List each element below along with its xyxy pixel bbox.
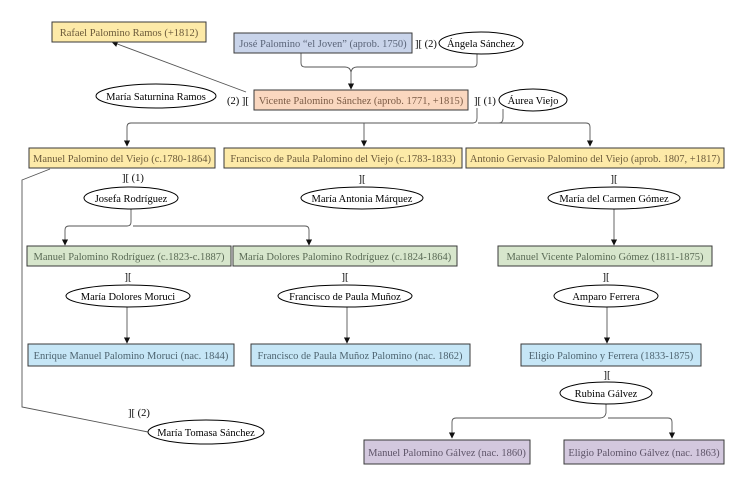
person-antonio[interactable]: Antonio Gervasio Palomino del Viejo (apr… [465,147,725,169]
person-box [27,343,235,367]
person-vicente[interactable]: Vicente Palomino Sánchez (aprob. 1771, +… [253,89,469,111]
person-manuel-rodriguez[interactable]: Manuel Palomino Rodríguez (c.1823-c.1887… [26,245,232,267]
person-label: Francisco de Paula Muñoz Palomino (nac. … [258,351,463,362]
spouse-label: María Dolores Moruci [81,292,176,303]
person-label: Enrique Manuel Palomino Moruci (nac. 184… [34,351,229,362]
person-rafael[interactable]: Rafael Palomino Ramos (+1812) [51,21,207,43]
person-label: Antonio Gervasio Palomino del Viejo (apr… [470,154,721,165]
edge-manuel-tomasa [21,168,149,433]
spouse-maria-tomasa[interactable]: María Tomasa Sánchez [147,419,265,445]
spouse-ellipse [83,186,179,210]
edge-josefa-union [61,208,132,246]
person-label: José Palomino “el Joven” (aprob. 1750) [239,39,407,50]
edge-vicente-to-rafael [111,41,247,93]
marriage-marker-vicente-amparo: ][ [603,272,610,283]
person-label: Rafael Palomino Ramos (+1812) [60,28,199,39]
person-enrique[interactable]: Enrique Manuel Palomino Moruci (nac. 184… [27,343,235,367]
spouse-label: María Saturnina Ramos [106,92,206,103]
person-box [253,89,469,111]
spouse-maria-saturnina[interactable]: María Saturnina Ramos [95,83,217,109]
spouse-amparo[interactable]: Amparo Ferrera [553,284,659,308]
person-label: Eligio Palomino y Ferrera (1833-1875) [529,351,694,362]
person-box [26,245,232,267]
spouse-label: María Tomasa Sánchez [157,428,255,439]
spouse-aurea[interactable]: Áurea Viejo [498,88,568,112]
marriage-marker-manuel-josefa: ][ (1) [122,173,144,184]
edge-to-maria-dolores [133,225,313,246]
person-label: Manuel Palomino Gálvez (nac. 1860) [368,448,526,459]
person-box [233,32,413,54]
spouse-ellipse [95,83,217,109]
marriage-marker-francisco-antonia: ][ [359,174,366,185]
edge-to-antonio [480,122,594,147]
spouse-angela[interactable]: Ángela Sánchez [438,31,524,55]
person-jose[interactable]: José Palomino “el Joven” (aprob. 1750) [233,32,413,54]
spouse-ellipse [438,31,524,55]
person-box [28,147,216,169]
marriage-marker-vicente-aurea: ][ (1) [474,96,496,107]
person-manuel-vicente[interactable]: Manuel Vicente Palomino Gómez (1811-1875… [497,245,713,267]
person-label: Vicente Palomino Sánchez (aprob. 1771, +… [259,96,464,107]
person-box [520,343,702,367]
person-manuel-viejo[interactable]: Manuel Palomino del Viejo (c.1780-1864) [28,147,216,169]
spouse-maria-carmen[interactable]: María del Carmen Gómez [547,186,681,210]
person-manuel-galvez[interactable]: Manuel Palomino Gálvez (nac. 1860) [363,439,531,465]
marriage-marker-manuel-tomasa: ][ (2) [128,408,150,419]
spouse-maria-dolores-moruci[interactable]: María Dolores Moruci [65,284,191,308]
edge-rubina-union [448,403,607,439]
person-label: María Dolores Palomino Rodríguez (c.1824… [239,252,452,263]
person-label: Manuel Vicente Palomino Gómez (1811-1875… [506,252,704,263]
person-francisco-viejo[interactable]: Francisco de Paula Palomino del Viejo (c… [223,147,463,169]
edge-to-eligio-galvez [608,417,676,439]
spouse-ellipse [147,419,265,445]
marriage-marker-dolores-munoz: ][ [342,272,349,283]
marriage-marker-eligio-rubina: ][ [604,370,611,381]
person-label: Eligio Palomino Gálvez (nac. 1863) [568,448,720,459]
person-box [223,147,463,169]
spouse-ellipse [547,186,681,210]
person-box [563,439,725,465]
person-box [250,343,471,367]
person-box [51,21,207,43]
spouse-label: Francisco de Paula Muñoz [289,292,401,303]
marriage-marker-jose-angela: ][ (2) [415,39,437,50]
edge-jose-angela-union [300,52,478,73]
spouse-ellipse [498,88,568,112]
person-label: Francisco de Paula Palomino del Viejo (c… [230,154,456,165]
person-eligio-ferrera[interactable]: Eligio Palomino y Ferrera (1833-1875) [520,343,702,367]
spouse-ellipse [277,284,413,308]
spouse-label: Áurea Viejo [508,95,559,107]
person-francisco-munoz[interactable]: Francisco de Paula Muñoz Palomino (nac. … [250,343,471,367]
person-label: Manuel Palomino del Viejo (c.1780-1864) [33,154,211,165]
spouse-ellipse [559,381,653,405]
spouse-maria-antonia[interactable]: María Antonia Márquez [300,186,424,210]
person-box [363,439,531,465]
person-box [497,245,713,267]
spouse-francisco-munoz[interactable]: Francisco de Paula Muñoz [277,284,413,308]
person-box [465,147,725,169]
spouse-label: Ángela Sánchez [447,38,515,50]
person-box [232,245,458,267]
person-label: Manuel Palomino Rodríguez (c.1823-c.1887… [34,252,226,263]
spouse-rubina[interactable]: Rubina Gálvez [559,381,653,405]
marriage-marker-manuel-moruci: ][ [125,272,132,283]
marriage-marker-antonio-carmen: ][ [611,174,618,185]
person-eligio-galvez[interactable]: Eligio Palomino Gálvez (nac. 1863) [563,439,725,465]
spouse-ellipse [300,186,424,210]
spouse-label: Rubina Gálvez [575,389,638,400]
edge-vicente-aurea-union [123,108,478,147]
spouse-ellipse [65,284,191,308]
spouse-label: Josefa Rodríguez [95,194,168,205]
edge-aurea-down [478,109,504,124]
marriage-marker-vicente-saturnina: (2) ][ [227,96,249,107]
spouse-ellipse [553,284,659,308]
spouse-label: María Antonia Márquez [312,194,413,205]
spouse-josefa[interactable]: Josefa Rodríguez [83,186,179,210]
connectors [21,41,676,439]
spouse-label: Amparo Ferrera [572,292,640,303]
person-maria-dolores-rodriguez[interactable]: María Dolores Palomino Rodríguez (c.1824… [232,245,458,267]
spouse-label: María del Carmen Gómez [559,194,669,205]
